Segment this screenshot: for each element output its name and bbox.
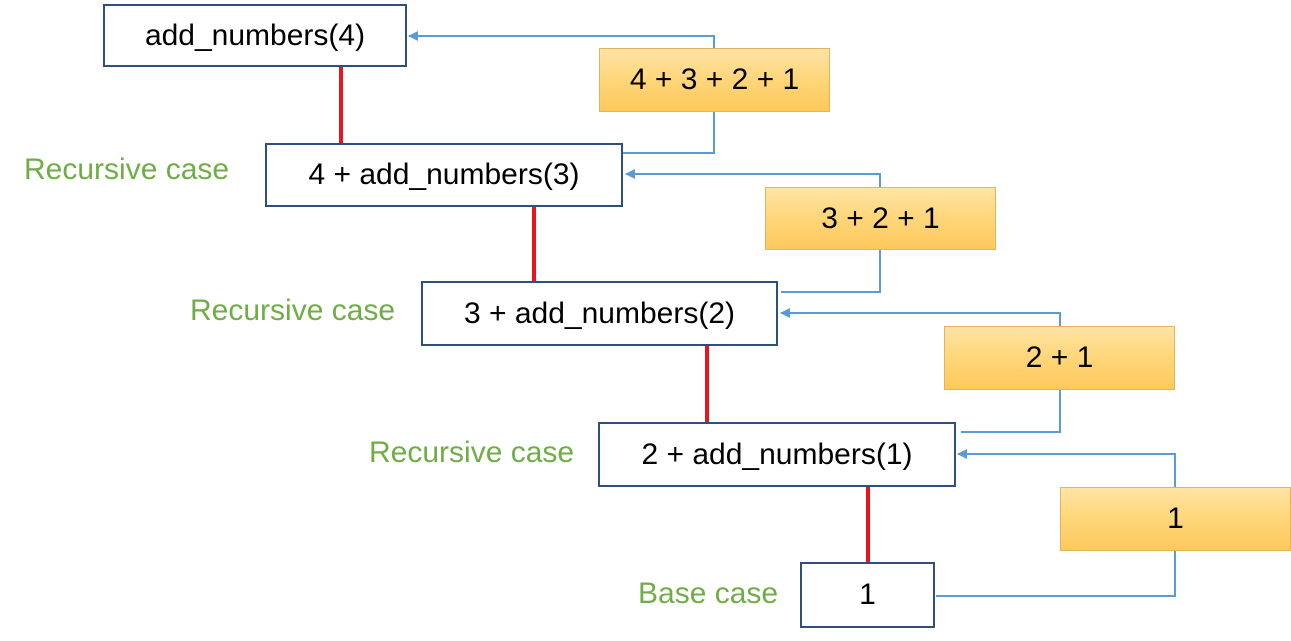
call-box-3: 3 + add_numbers(2) — [421, 281, 778, 346]
call-box-1: add_numbers(4) — [103, 4, 407, 67]
case-label-4: Base case — [638, 577, 779, 610]
call-box-4-text: 2 + add_numbers(1) — [641, 437, 913, 471]
result-box-1: 4 + 3 + 2 + 1 — [599, 48, 830, 112]
call-box-3-text: 3 + add_numbers(2) — [464, 296, 735, 330]
case-label-1: Recursive case — [24, 153, 230, 186]
result-box-3: 2 + 1 — [944, 326, 1175, 390]
result-box-4: 1 — [1060, 487, 1291, 551]
result-box-3-text: 2 + 1 — [1025, 341, 1094, 374]
call-box-5-text: 1 — [859, 578, 876, 611]
call-box-2-text: 4 + add_numbers(3) — [308, 158, 580, 191]
case-label-3: Recursive case — [369, 436, 575, 469]
result-box-4-text: 1 — [1167, 502, 1184, 535]
call-box-5: 1 — [800, 562, 935, 628]
call-box-2: 4 + add_numbers(3) — [265, 143, 623, 207]
result-box-2-text: 3 + 2 + 1 — [821, 201, 940, 235]
result-box-1-text: 4 + 3 + 2 + 1 — [629, 63, 800, 96]
call-box-1-text: add_numbers(4) — [144, 18, 366, 52]
call-box-4: 2 + add_numbers(1) — [598, 422, 956, 487]
case-label-2: Recursive case — [190, 294, 396, 327]
result-box-2: 3 + 2 + 1 — [765, 187, 996, 250]
